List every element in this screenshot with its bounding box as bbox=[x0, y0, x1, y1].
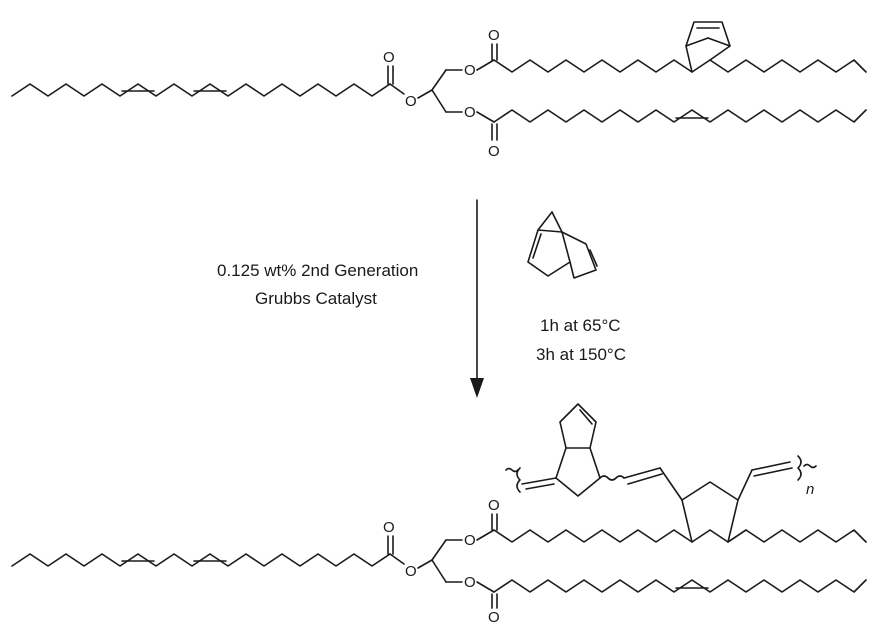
dicyclopentadiene-structure bbox=[527, 211, 598, 279]
product-upper-ester-bond bbox=[476, 529, 495, 541]
polymer-vinylene-1-double bbox=[525, 483, 555, 490]
reactant-carbonyl-oxygen-top: O bbox=[488, 27, 500, 44]
product-cyclopentane-ring bbox=[681, 481, 739, 543]
polymer-repeat-unit: n bbox=[505, 403, 817, 501]
product-ester-oxygen-left: O bbox=[405, 563, 417, 580]
reactant-lower-chain bbox=[493, 109, 867, 123]
dcpd-bridge-a bbox=[537, 211, 553, 231]
product-lower-ester-bond bbox=[476, 581, 495, 593]
product-cyclopentane-link bbox=[727, 529, 747, 543]
polymer-vinylene-2 bbox=[623, 467, 661, 479]
polymer-right-wavy-end bbox=[803, 463, 817, 469]
product-carbonyl-oxygen-bottom: O bbox=[488, 609, 500, 624]
dcpd-left-double bbox=[532, 233, 542, 259]
reactant-upper-ester-bond bbox=[476, 59, 495, 71]
reactant-ester-oxygen-left: O bbox=[405, 93, 417, 110]
product-glycerol-bond-a bbox=[417, 559, 433, 569]
polymer-cyclopentene bbox=[559, 403, 597, 449]
dcpd-bridge-b bbox=[551, 211, 563, 233]
product-molecule: O O O O O O bbox=[11, 481, 867, 624]
reactant-ester-bond-left bbox=[389, 83, 405, 95]
condition-line1: 1h at 65°C bbox=[540, 316, 621, 335]
polymer-cyclopentane-2 bbox=[659, 467, 683, 501]
reactant-upper-chain bbox=[493, 59, 867, 73]
reactant-glycerol-bond-d bbox=[431, 89, 447, 113]
reactant-ester-oxygen-top: O bbox=[464, 62, 476, 79]
reactant-carbonyl-oxygen-left: O bbox=[383, 49, 395, 66]
product-ester-oxygen-top: O bbox=[464, 532, 476, 549]
reactant-glycerol-bond-b bbox=[431, 69, 447, 91]
polymer-vinylene-3 bbox=[751, 461, 791, 471]
product-glycerol-bond-b bbox=[431, 539, 447, 561]
reactant-ester-oxygen-bottom: O bbox=[464, 104, 476, 121]
reactant-lower-ester-bond bbox=[476, 111, 495, 123]
reactant-carbonyl-oxygen-bottom: O bbox=[488, 143, 500, 160]
product-left-chain bbox=[11, 553, 391, 567]
reaction-arrowhead bbox=[470, 378, 484, 398]
dcpd-right-ring bbox=[561, 231, 597, 279]
dcpd-right-double bbox=[589, 249, 598, 267]
product-ester-bond-left bbox=[389, 553, 405, 565]
catalyst-label-line2: Grubbs Catalyst bbox=[255, 289, 377, 308]
condition-line2: 3h at 150°C bbox=[536, 345, 626, 364]
polymer-right-bracket bbox=[797, 455, 802, 481]
reactant-glycerol-bond-a bbox=[417, 89, 433, 99]
reactant-norbornene-bridge-a bbox=[685, 37, 709, 47]
reaction-arrow-group bbox=[470, 199, 484, 398]
product-carbonyl-oxygen-top: O bbox=[488, 497, 500, 514]
reactant-left-chain bbox=[11, 83, 391, 97]
polymer-left-wavy-end bbox=[505, 467, 519, 473]
reactant-molecule: O O O O O O bbox=[11, 21, 867, 160]
reactant-norbornene-bridge-b bbox=[707, 37, 731, 47]
polymer-vinylene-1 bbox=[521, 477, 557, 485]
product-lower-chain bbox=[493, 579, 867, 593]
polymer-wavy-link bbox=[599, 475, 625, 481]
polymer-repeat-subscript: n bbox=[806, 481, 814, 498]
polymer-cyclopentane-1 bbox=[555, 447, 601, 497]
product-ester-oxygen-bottom: O bbox=[464, 574, 476, 591]
product-upper-chain bbox=[493, 529, 867, 543]
polymer-cyclopentene-double bbox=[579, 409, 593, 425]
catalyst-label-line1: 0.125 wt% 2nd Generation bbox=[217, 261, 418, 280]
reactant-norbornene-ring bbox=[685, 21, 731, 73]
polymer-vinylene-3-double bbox=[753, 467, 793, 477]
product-carbonyl-oxygen-left: O bbox=[383, 519, 395, 536]
product-glycerol-bond-d bbox=[431, 559, 447, 583]
dcpd-left-ring bbox=[527, 229, 571, 277]
polymer-vinylene-2-double bbox=[627, 473, 663, 485]
polymer-left-bracket bbox=[516, 467, 521, 493]
polymer-cyclopentane-2-right bbox=[737, 469, 753, 501]
